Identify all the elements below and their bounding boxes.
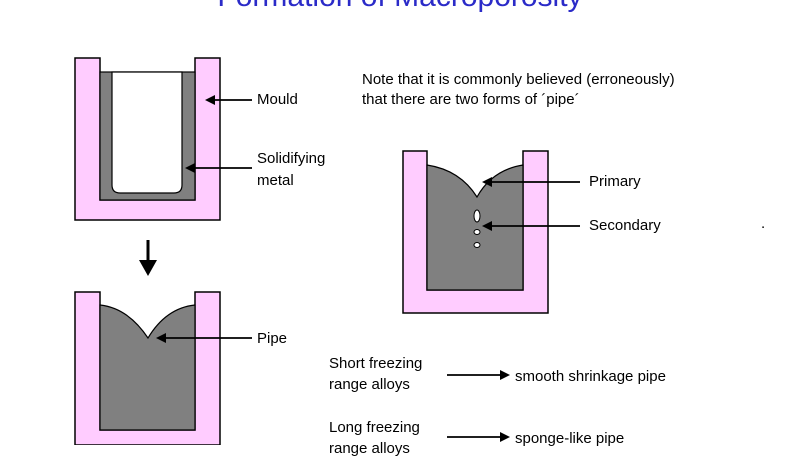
secondary-void xyxy=(473,242,481,248)
note-line-2: that there are two forms of ´pipe´ xyxy=(362,91,580,108)
page-title: Formation of Macroporosity xyxy=(0,0,800,14)
label-solidifying-2: metal xyxy=(257,172,294,189)
arrow-down xyxy=(139,240,157,276)
arrow-primary xyxy=(482,177,580,187)
note-line-1: Note that it is commonly believed (erron… xyxy=(362,71,675,88)
arrow-mould xyxy=(205,95,252,105)
secondary-void xyxy=(473,229,481,235)
label-mould: Mould xyxy=(257,91,298,108)
label-short-freezing-1: Short freezing xyxy=(329,355,423,372)
label-secondary: Secondary xyxy=(589,217,661,234)
label-short-freezing-2: range alloys xyxy=(329,376,410,393)
label-long-result: sponge-like pipe xyxy=(515,430,625,447)
label-solidifying-1: Solidifying xyxy=(257,150,326,167)
label-primary: Primary xyxy=(589,173,641,190)
metal-with-pipe xyxy=(99,304,196,431)
label-short-result: smooth shrinkage pipe xyxy=(515,368,666,385)
arrow-short-freezing xyxy=(447,370,510,380)
label-pipe: Pipe xyxy=(257,330,288,347)
arrow-pipe xyxy=(156,333,252,343)
label-long-freezing-2: range alloys xyxy=(329,440,410,457)
diagram-canvas xyxy=(74,57,580,445)
secondary-void xyxy=(473,209,481,223)
label-long-freezing-1: Long freezing xyxy=(329,419,420,436)
metal-primary-pipe xyxy=(426,164,524,291)
arrow-solidifying xyxy=(185,163,252,173)
stray-dot: . xyxy=(761,215,766,232)
liquid-core xyxy=(111,71,183,194)
arrow-long-freezing xyxy=(447,432,510,442)
arrow-secondary xyxy=(482,221,580,231)
